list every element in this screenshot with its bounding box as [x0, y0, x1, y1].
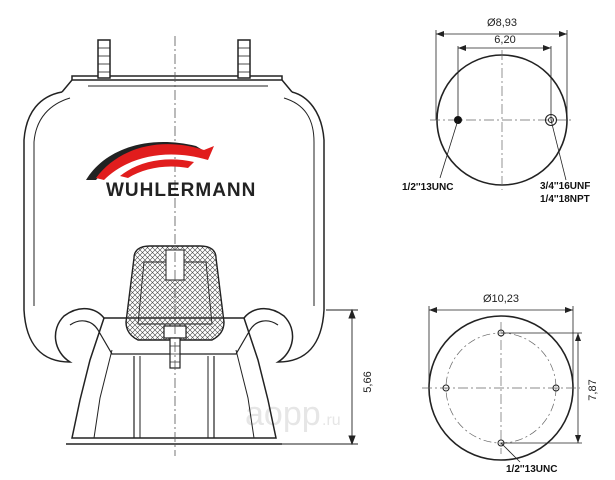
bottom-view-diameter-label: Ø10,23: [483, 293, 519, 305]
brand-name: WUHLERMANN: [106, 180, 256, 201]
top-view: [430, 30, 574, 190]
top-plate: [61, 75, 293, 93]
logo-swoosh-red: [96, 144, 214, 180]
piston-inner-wall-left: [93, 349, 113, 439]
mounting-stud-right: [237, 39, 251, 79]
right-port-leader: [550, 119, 567, 181]
logo-swoosh-red-2: [120, 159, 194, 178]
right-port-outer: [544, 113, 558, 127]
brand-logo: WUHLERMANN: [86, 141, 256, 201]
bottom-port-leader: [500, 442, 521, 463]
bottom-view: [422, 306, 582, 463]
top-view-spacing-label: 6,20: [494, 34, 515, 46]
bellows-inner-line: [33, 97, 71, 306]
top-view-diameter-label: Ø8,93: [487, 17, 517, 29]
bottom-port-label: 1/2''13UNC: [506, 464, 557, 475]
watermark: aopp .ru: [245, 395, 341, 433]
bellows-inner-line-right: [283, 97, 315, 306]
mounting-stud-left: [97, 39, 111, 79]
height-dimension-label: 5,66: [362, 371, 374, 392]
bolt-hole-left: [442, 384, 450, 392]
height-dimension: [282, 308, 358, 446]
bumper-inner-outline: [137, 261, 213, 325]
left-port-label: 1/2''13UNC: [402, 182, 453, 193]
watermark-suffix: .ru: [322, 412, 341, 429]
bottom-view-height-label: 7,87: [587, 379, 599, 400]
bolt-hole-right: [552, 384, 560, 392]
right-port-label-2: 1/4''18NPT: [540, 194, 590, 205]
piston-inner-wall-right: [235, 349, 255, 439]
left-port-leader: [439, 119, 459, 179]
right-port-inner: [548, 117, 554, 123]
watermark-main: aopp: [245, 395, 321, 433]
right-port-label-1: 3/4''16UNF: [540, 181, 590, 192]
side-view: [23, 36, 325, 456]
